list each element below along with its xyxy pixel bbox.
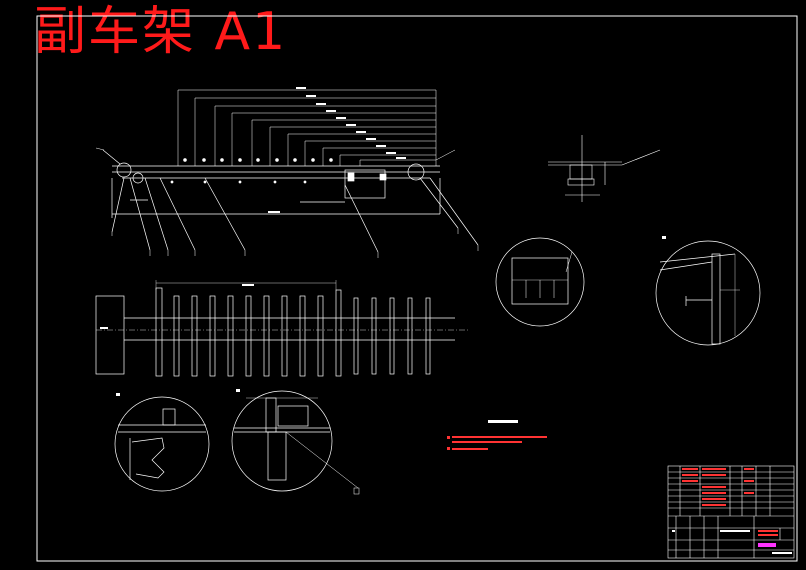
title-block (667, 465, 795, 559)
crossmember-markers (170, 158, 333, 184)
detail-circle-d (231, 390, 359, 492)
left-end-circle (116, 162, 132, 178)
dimension-values (268, 87, 406, 213)
detail-circle-c (114, 396, 210, 492)
end-view (548, 135, 661, 202)
plan-view (95, 280, 470, 377)
sheet-border (36, 15, 798, 562)
dimension-stack (177, 89, 456, 166)
plan-dimension-value (242, 284, 254, 286)
detail-circle-a (495, 237, 585, 327)
detail-circle-b (655, 240, 761, 346)
balloon-leaders (95, 147, 479, 258)
side-view (102, 149, 479, 253)
title-block-fills (672, 468, 792, 554)
right-end-circle (407, 163, 425, 181)
technical-requirements (447, 420, 547, 450)
front-plate (95, 295, 125, 375)
view-markers (116, 236, 666, 495)
drawing-title: 副车架 A1 (34, 2, 288, 62)
